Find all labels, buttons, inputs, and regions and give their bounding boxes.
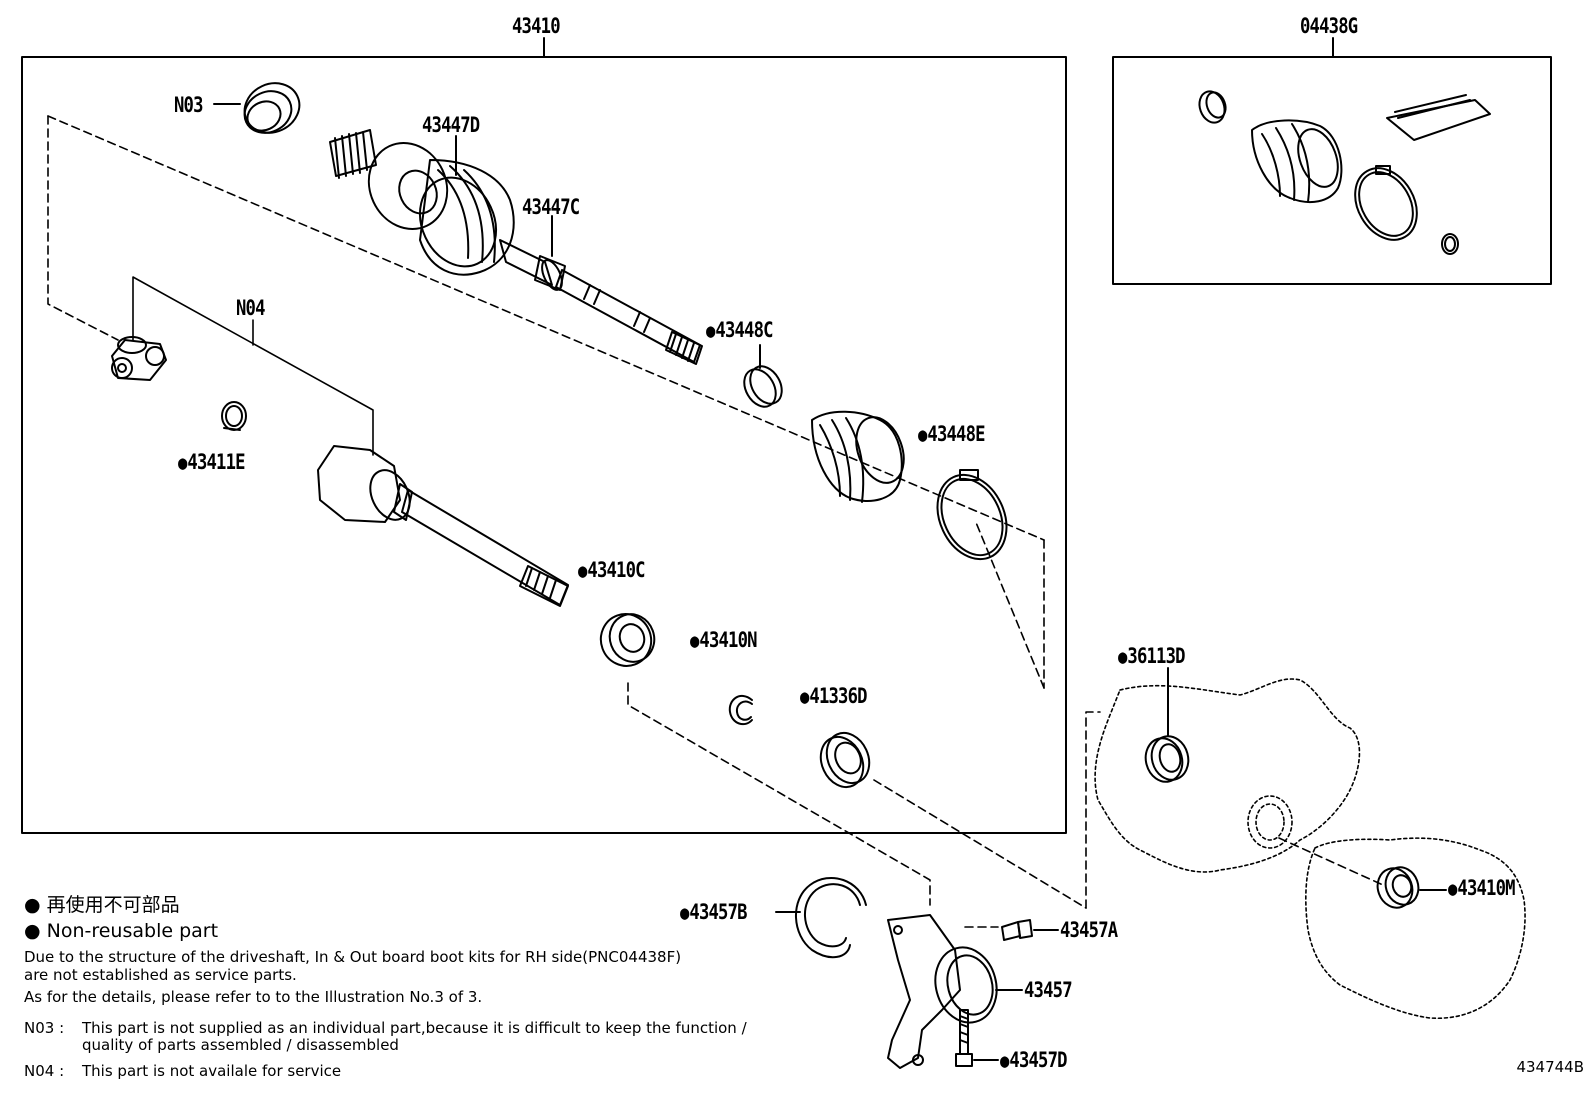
- bearing-43410C: [599, 613, 656, 667]
- legend-line1: Due to the structure of the driveshaft, …: [24, 948, 682, 966]
- clamp-43448C: [743, 344, 783, 408]
- seal-36113D: [1144, 667, 1190, 783]
- label-43448C: 43448C: [706, 320, 773, 341]
- label-41336D: 41336D: [800, 686, 867, 707]
- note-n04-text: This part is not availale for service: [82, 1062, 342, 1080]
- label-43410N: 43410N: [690, 630, 757, 651]
- bolt-43457D: [955, 1009, 999, 1067]
- label-04438G: 04438G: [1300, 14, 1358, 38]
- boot-kit-contents: [1198, 90, 1491, 255]
- label-36113D: 36113D: [1118, 646, 1185, 667]
- note-n03-text1: This part is not supplied as an individu…: [82, 1019, 747, 1037]
- tripod-joint: [111, 336, 167, 381]
- label-43410C: 43410C: [578, 560, 645, 581]
- label-43457D: 43457D: [1000, 1050, 1067, 1071]
- legend-en: ● Non-reusable part: [24, 920, 219, 942]
- boot-43448E: [811, 410, 905, 503]
- label-n04: N04: [236, 296, 265, 320]
- snap-ring-43410N: [728, 694, 753, 726]
- boot-kit-frame: [1112, 56, 1552, 285]
- label-43447C: 43447C: [522, 195, 580, 219]
- legend-jp: ● 再使用不可部品: [24, 894, 180, 916]
- note-n03-text2: quality of parts assembled / disassemble…: [82, 1036, 399, 1054]
- main-assembly-frame: [21, 56, 1067, 834]
- n04-bracket: [132, 276, 374, 456]
- bolt-43457A: [1001, 919, 1059, 941]
- dashed-grouping-lines: [47, 115, 1384, 928]
- label-43457A: 43457A: [1060, 918, 1118, 942]
- label-43411E: 43411E: [178, 452, 245, 473]
- note-n03-code: N03 :: [24, 1019, 65, 1037]
- illustration-ref: 434744B: [1516, 1058, 1584, 1076]
- bracket-43457: [887, 914, 1023, 1069]
- legend-line3: As for the details, please refer to to t…: [24, 988, 483, 1006]
- outer-cv-joint: [329, 129, 703, 365]
- n03-seal-ring: [213, 82, 301, 134]
- label-n03: N03: [174, 93, 203, 117]
- label-43410M: 43410M: [1448, 878, 1515, 899]
- note-n04-code: N04 :: [24, 1062, 65, 1080]
- snap-ring-43411E: [221, 401, 247, 431]
- legend-line2: are not established as service parts.: [24, 966, 297, 984]
- seal-41336D: [819, 731, 871, 789]
- inner-joint-shaft: [317, 445, 569, 607]
- label-43410: 43410: [512, 14, 561, 38]
- label-43457B: 43457B: [680, 902, 747, 923]
- label-43448E: 43448E: [918, 424, 985, 445]
- snap-ring-43457B: [775, 876, 867, 959]
- clamp-43448E: [936, 469, 1008, 561]
- bearing-43410M: [1376, 866, 1447, 909]
- transmission-housing: [1094, 678, 1526, 1020]
- label-43457: 43457: [1024, 978, 1073, 1002]
- label-43447D: 43447D: [422, 113, 480, 137]
